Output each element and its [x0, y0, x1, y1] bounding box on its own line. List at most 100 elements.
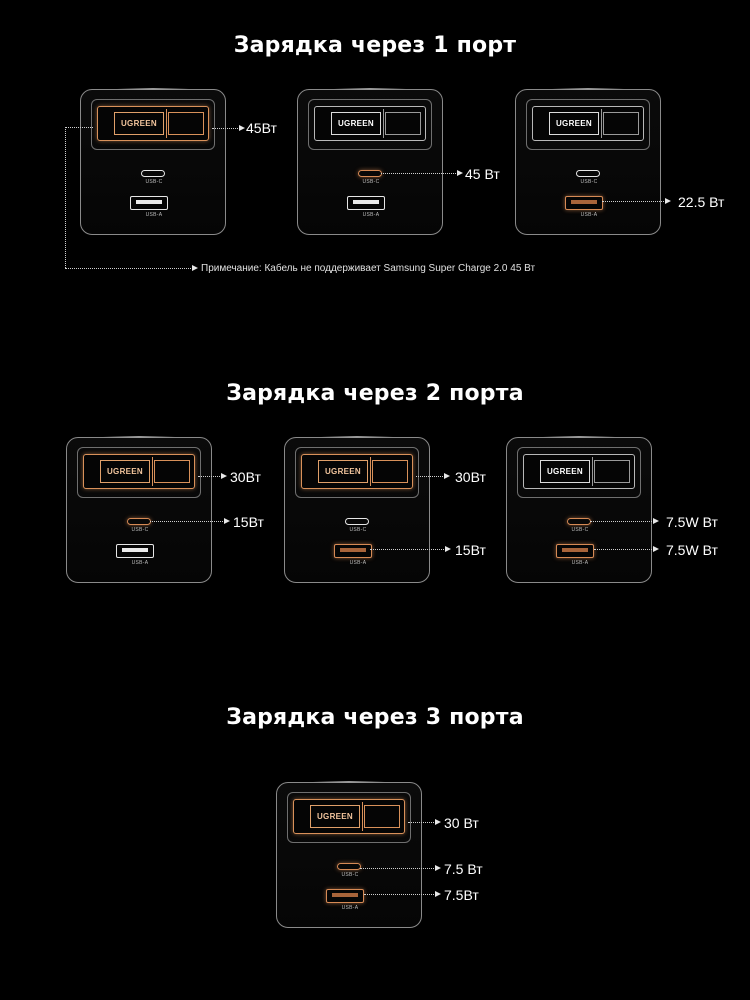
usb-c-port: [576, 170, 600, 177]
usb-a-port-active: [565, 196, 603, 210]
usb-a-label: USB-A: [145, 212, 163, 218]
usb-c-label: USB-C: [349, 527, 367, 533]
plug-port: UGREEN: [532, 106, 644, 141]
plug-port-active: UGREEN: [293, 799, 405, 834]
arrow-icon: [239, 125, 245, 131]
plug-segment: [385, 112, 421, 135]
arrow-icon: [435, 891, 441, 897]
plug-divider: [370, 457, 371, 486]
arrow-icon: [221, 473, 227, 479]
plug-port-active: UGREEN: [83, 454, 195, 489]
usb-a-label: USB-A: [580, 212, 598, 218]
leader-line: [212, 128, 240, 129]
usb-c-label: USB-C: [580, 179, 598, 185]
leader-line: [602, 201, 666, 202]
plug-port-active: UGREEN: [301, 454, 413, 489]
usb-c-label: USB-C: [571, 527, 589, 533]
usb-c-label: USB-C: [131, 527, 149, 533]
charger-1port-plug: UGREEN USB-C USB-A: [80, 88, 226, 235]
heading-one-port: Зарядка через 1 порт: [233, 33, 517, 58]
plug-segment: [594, 460, 630, 483]
note-leader-line: [65, 268, 193, 269]
plug-divider: [601, 109, 602, 138]
plug-socket: UGREEN: [526, 99, 650, 150]
heading-two-ports: Зарядка через 2 порта: [226, 381, 524, 406]
charger-1port-usbc: UGREEN USB-C USB-A: [297, 88, 443, 235]
plug-segment: [154, 460, 190, 483]
usb-c-port: [141, 170, 165, 177]
plug-divider: [152, 457, 153, 486]
usb-c-label: USB-C: [362, 179, 380, 185]
usb-c-port: [345, 518, 369, 525]
compatibility-note: Примечание: Кабель не поддерживает Samsu…: [201, 263, 536, 274]
usb-c-port-active: [567, 518, 591, 525]
usb-a-port-active: [334, 544, 372, 558]
plug-socket: UGREEN: [287, 792, 411, 843]
power-value-usba: 15Вт: [455, 542, 486, 558]
brand-logo: UGREEN: [549, 112, 599, 135]
arrow-icon: [224, 518, 230, 524]
brand-logo: UGREEN: [100, 460, 150, 483]
note-leader-line: [65, 127, 66, 268]
brand-logo: UGREEN: [310, 805, 360, 828]
usb-a-label: USB-A: [349, 560, 367, 566]
usb-a-label: USB-A: [571, 560, 589, 566]
plug-divider: [166, 109, 167, 138]
arrow-icon: [192, 265, 198, 271]
usb-c-label: USB-C: [341, 872, 359, 878]
leader-line: [370, 549, 446, 550]
power-value-plug: 30Вт: [230, 469, 261, 485]
usb-a-port: [130, 196, 168, 210]
plug-segment: [168, 112, 204, 135]
note-leader-line: [65, 127, 93, 128]
usb-c-label: USB-C: [145, 179, 163, 185]
plug-divider: [383, 109, 384, 138]
power-value-usba: 7.5W Вт: [666, 542, 718, 558]
charger-1port-usba: UGREEN USB-C USB-A: [515, 88, 661, 235]
arrow-icon: [653, 546, 659, 552]
arrow-icon: [457, 170, 463, 176]
plug-segment: [372, 460, 408, 483]
leader-line: [364, 894, 436, 895]
power-value-usba: 7.5Вт: [444, 887, 479, 903]
leader-line: [408, 822, 436, 823]
charger-2port-usbc-usba: UGREEN USB-C USB-A: [506, 436, 652, 583]
plug-port-active: UGREEN: [97, 106, 209, 141]
arrow-icon: [445, 546, 451, 552]
usb-a-port: [347, 196, 385, 210]
power-value-usbc: 7.5W Вт: [666, 514, 718, 530]
leader-line: [360, 868, 436, 869]
brand-logo: UGREEN: [540, 460, 590, 483]
plug-divider: [592, 457, 593, 486]
usb-c-port-active: [358, 170, 382, 177]
usb-a-port-active: [556, 544, 594, 558]
usb-a-label: USB-A: [341, 905, 359, 911]
leader-line: [416, 476, 445, 477]
charger-2port-plug-usbc: UGREEN USB-C USB-A: [66, 436, 212, 583]
plug-socket: UGREEN: [295, 447, 419, 498]
usb-a-port: [116, 544, 154, 558]
charger-3port: UGREEN USB-C USB-A: [276, 781, 422, 928]
heading-three-ports: Зарядка через 3 порта: [226, 705, 524, 730]
usb-a-label: USB-A: [362, 212, 380, 218]
plug-port: UGREEN: [314, 106, 426, 141]
arrow-icon: [653, 518, 659, 524]
power-value-plug: 45Вт: [246, 120, 277, 136]
power-value-plug: 30 Вт: [444, 815, 479, 831]
arrow-icon: [665, 198, 671, 204]
power-value-usbc: 7.5 Вт: [444, 861, 483, 877]
plug-socket: UGREEN: [308, 99, 432, 150]
leader-line: [594, 549, 654, 550]
leader-line: [150, 521, 225, 522]
arrow-icon: [444, 473, 450, 479]
usb-c-port-active: [337, 863, 361, 870]
plug-divider: [362, 802, 363, 831]
power-value-usbc: 15Вт: [233, 514, 264, 530]
usb-c-port-active: [127, 518, 151, 525]
charger-2port-plug-usba: UGREEN USB-C USB-A: [284, 436, 430, 583]
plug-socket: UGREEN: [77, 447, 201, 498]
plug-segment: [603, 112, 639, 135]
leader-line: [198, 476, 222, 477]
plug-segment: [364, 805, 400, 828]
arrow-icon: [435, 865, 441, 871]
